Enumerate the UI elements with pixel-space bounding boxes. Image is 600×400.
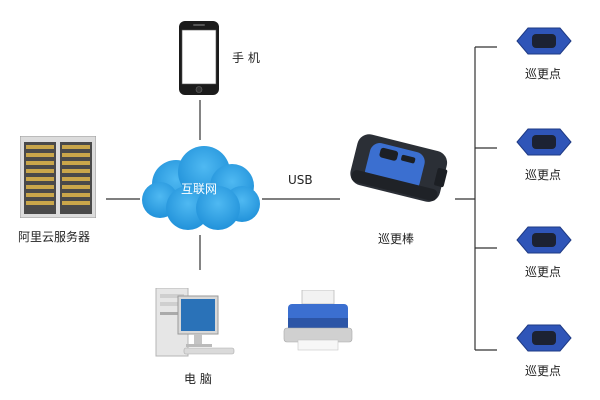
checkpoint-label: 巡更点 <box>525 364 562 378</box>
computer-icon <box>155 288 235 357</box>
checkpoint-icon <box>516 27 572 55</box>
checkpoint-icon <box>516 128 572 156</box>
computer-label: 电 脑 <box>184 372 212 386</box>
patrol-stick-label: 巡更棒 <box>378 232 415 246</box>
internet-label: 互联网 <box>181 182 218 196</box>
checkpoint-label: 巡更点 <box>525 265 562 279</box>
patrol-stick-device-icon <box>350 134 448 202</box>
checkpoint-icon <box>516 324 572 352</box>
server-label: 阿里云服务器 <box>18 230 91 244</box>
server-rack-icon <box>20 136 96 218</box>
internet-cloud-icon <box>142 146 260 230</box>
usb-connection-label: USB <box>288 173 313 187</box>
phone-icon <box>179 21 219 95</box>
checkpoint-icon <box>516 226 572 254</box>
checkpoint-label: 巡更点 <box>525 168 562 182</box>
checkpoint-label: 巡更点 <box>525 67 562 81</box>
phone-label: 手 机 <box>232 51 260 65</box>
printer-icon <box>283 290 353 351</box>
